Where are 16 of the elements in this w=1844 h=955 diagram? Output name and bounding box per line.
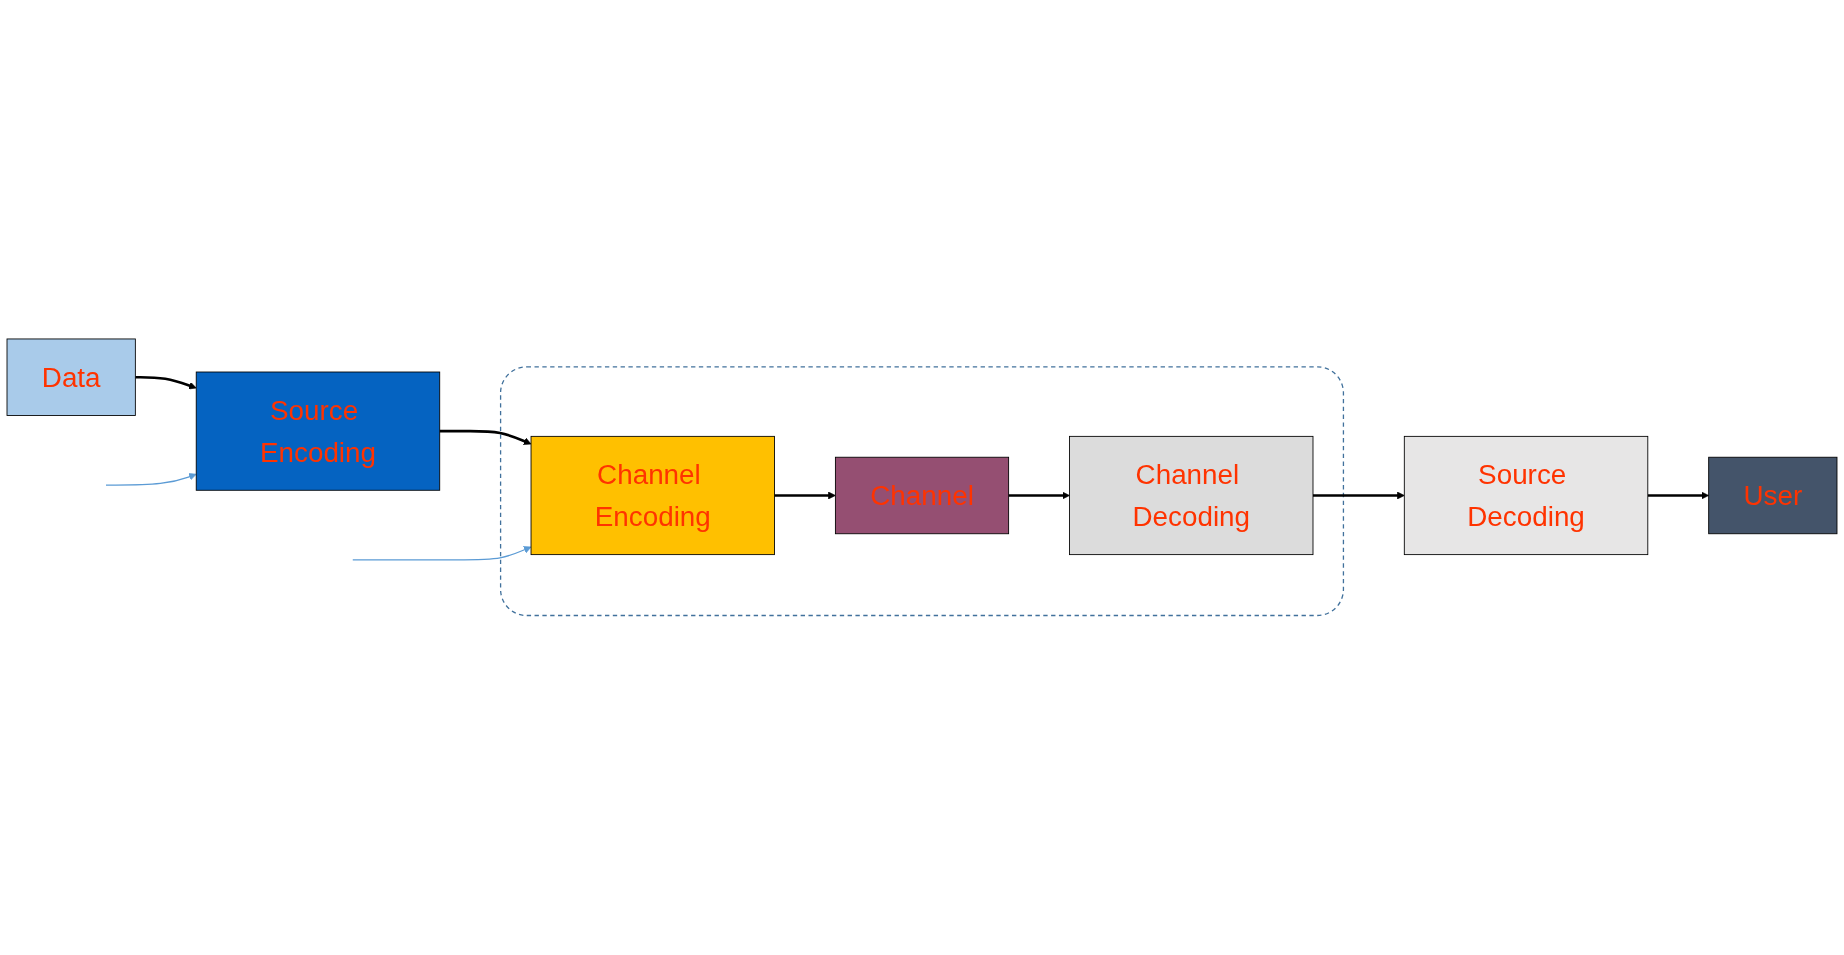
node-box: Source Decoding [1403, 436, 1649, 556]
node-box: Data [6, 338, 136, 417]
arrow [774, 491, 836, 500]
arrow [135, 376, 197, 390]
node-box: User [1708, 457, 1838, 535]
node-box: Channel Encoding [530, 436, 775, 556]
arrow [1008, 491, 1070, 500]
cluster [499, 366, 1345, 617]
arrow [352, 546, 532, 561]
arrow [1647, 491, 1709, 500]
node-box: Source Encoding [195, 371, 441, 491]
node-box: Channel [834, 457, 1010, 535]
arrow [439, 430, 532, 446]
node-box: Channel Decoding [1069, 436, 1314, 556]
arrow [1313, 491, 1405, 500]
arrow [105, 473, 197, 486]
